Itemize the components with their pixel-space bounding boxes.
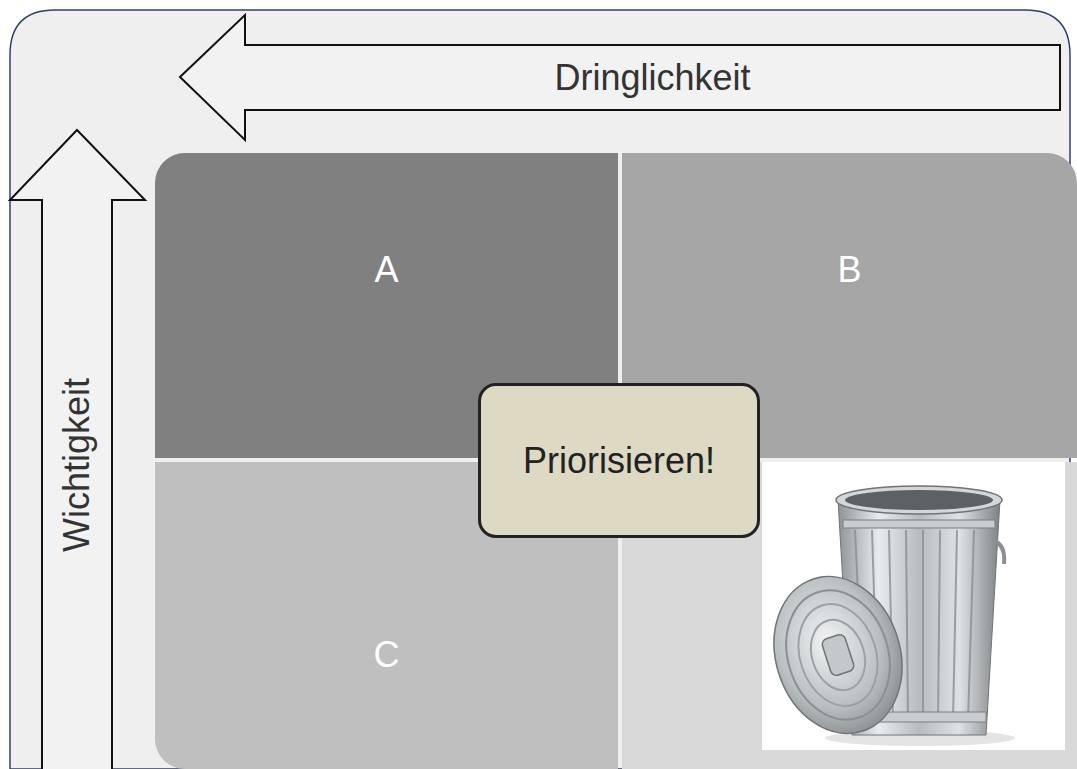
node-label: Priorisieren! [523,439,715,482]
node-label: C [374,633,400,676]
priority-box: Priorisieren! [478,383,760,538]
rotated-label-holder: Wichtigkeit [55,378,98,552]
node-label: A [374,248,398,291]
importance-arrow: Wichtigkeit [10,130,145,769]
node-label: B [837,248,861,291]
node-label: Dringlichkeit [554,56,750,99]
node-label: Wichtigkeit [56,378,97,552]
urgency-arrow: Dringlichkeit [180,15,1060,140]
arrow-outline [180,15,1060,140]
arrow-outline [10,130,145,769]
trash-can-picture [754,462,1065,750]
